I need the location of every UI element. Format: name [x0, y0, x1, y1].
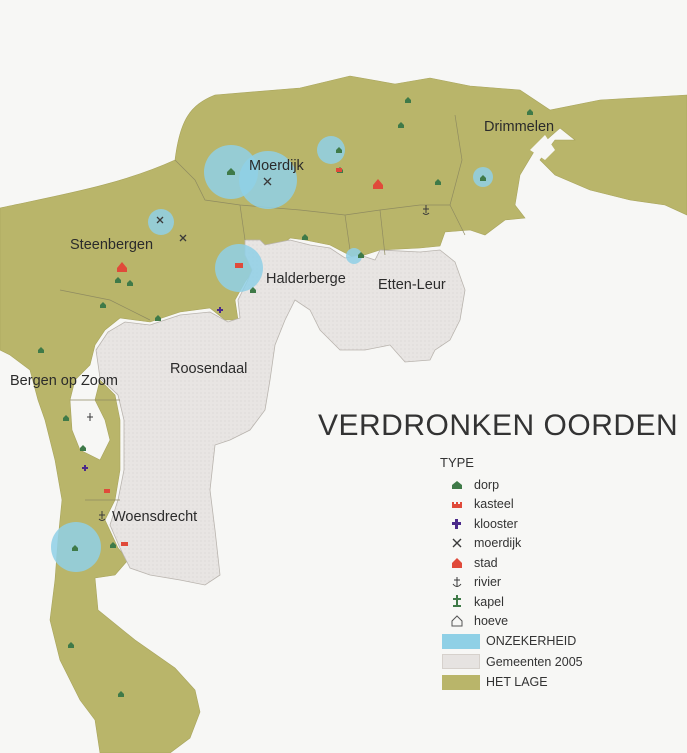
water-area [530, 135, 555, 160]
legend: TYPE dorp kasteel klooster moerdijk stad… [440, 455, 583, 693]
municipality-boundaries [59, 114, 466, 501]
legend-item-kasteel: kasteel [440, 495, 583, 515]
legend-item-het-lage: HET LAGE [442, 672, 583, 693]
uncertainty-swatch [442, 633, 480, 649]
legend-item-kapel: kapel [440, 592, 583, 612]
municipality-area [95, 239, 466, 586]
crossed-tools-icon [452, 538, 462, 548]
legend-item-gemeenten: Gemeenten 2005 [442, 652, 583, 673]
label-steenbergen: Steenbergen [70, 237, 153, 253]
legend-item-hoeve: hoeve [440, 612, 583, 632]
cross-icon [452, 518, 461, 529]
legend-item-rivier: rivier [440, 573, 583, 593]
anchor-icon [452, 577, 462, 588]
moerdijk-symbols [156, 177, 272, 242]
label-moerdijk: Moerdijk [249, 158, 305, 174]
legend-item-onzekerheid: ONZEKERHEID [442, 631, 583, 652]
label-etten-leur: Etten-Leur [378, 277, 446, 293]
town-icon [452, 557, 462, 568]
legend-heading: TYPE [440, 455, 474, 470]
label-halderberge: Halderberge [266, 271, 346, 287]
label-woensdrecht: Woensdrecht [112, 509, 197, 525]
legend-item-klooster: klooster [440, 514, 583, 534]
municipality-swatch [442, 654, 480, 670]
town-symbols [117, 179, 383, 272]
castle-icon [452, 502, 462, 509]
legend-item-stad: stad [440, 553, 583, 573]
label-drimmelen: Drimmelen [484, 119, 554, 135]
river-symbols [87, 205, 430, 521]
legend-item-dorp: dorp [440, 475, 583, 495]
castle-symbols [104, 168, 342, 546]
label-bergen-op-zoom: Bergen op Zoom [10, 373, 118, 389]
house-icon [452, 480, 462, 489]
farmhouse-icon [451, 615, 463, 627]
monastery-symbols [82, 307, 223, 471]
chapel-icon [453, 595, 461, 608]
map-title: VERDRONKEN OORDEN [318, 409, 679, 442]
lowland-swatch [442, 674, 480, 690]
label-roosendaal: Roosendaal [170, 361, 247, 377]
legend-item-moerdijk: moerdijk [440, 534, 583, 554]
